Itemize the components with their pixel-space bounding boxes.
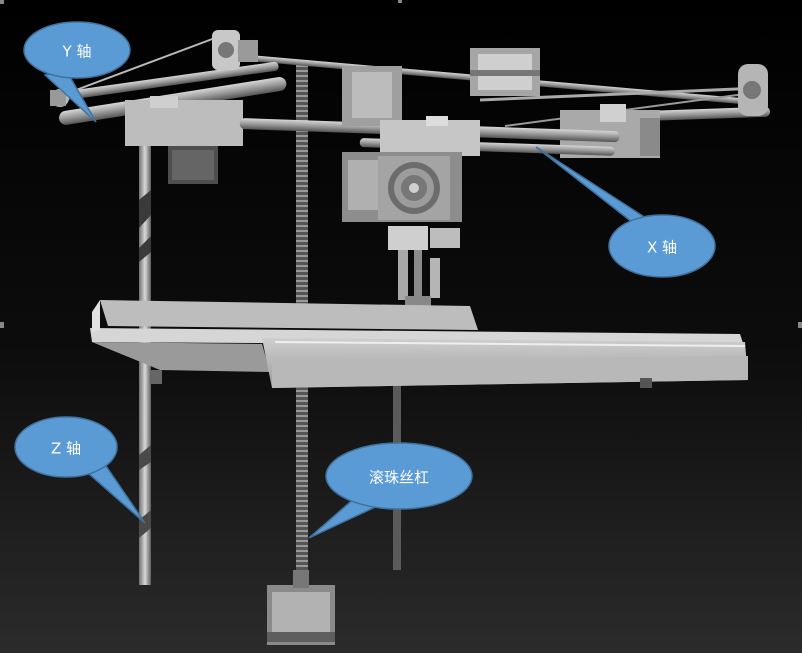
callout-y-axis <box>23 21 131 123</box>
ball-screw-label: 滚珠丝杠 <box>368 468 430 487</box>
y-carriage-left <box>59 77 287 184</box>
hotend <box>388 226 460 306</box>
callout-z-axis <box>14 416 146 524</box>
extruder-fan <box>342 152 462 222</box>
callout-ball-screw <box>308 442 473 539</box>
z-motor <box>267 570 335 645</box>
build-platform <box>90 300 748 388</box>
x-axis-label: X 轴 <box>646 238 678 257</box>
y-axis-label: Y 轴 <box>62 42 92 61</box>
selection-handles <box>0 0 802 328</box>
z-axis-rod <box>139 145 151 585</box>
y-pulley-right <box>738 64 768 116</box>
ball-screw <box>296 375 308 585</box>
y-pulley-left <box>212 30 258 70</box>
x-carriage <box>342 66 480 156</box>
upper-screw <box>296 60 308 310</box>
z-axis-label: Z 轴 <box>50 439 82 458</box>
callout-x-axis <box>535 146 716 278</box>
x-motor-top <box>470 48 540 96</box>
